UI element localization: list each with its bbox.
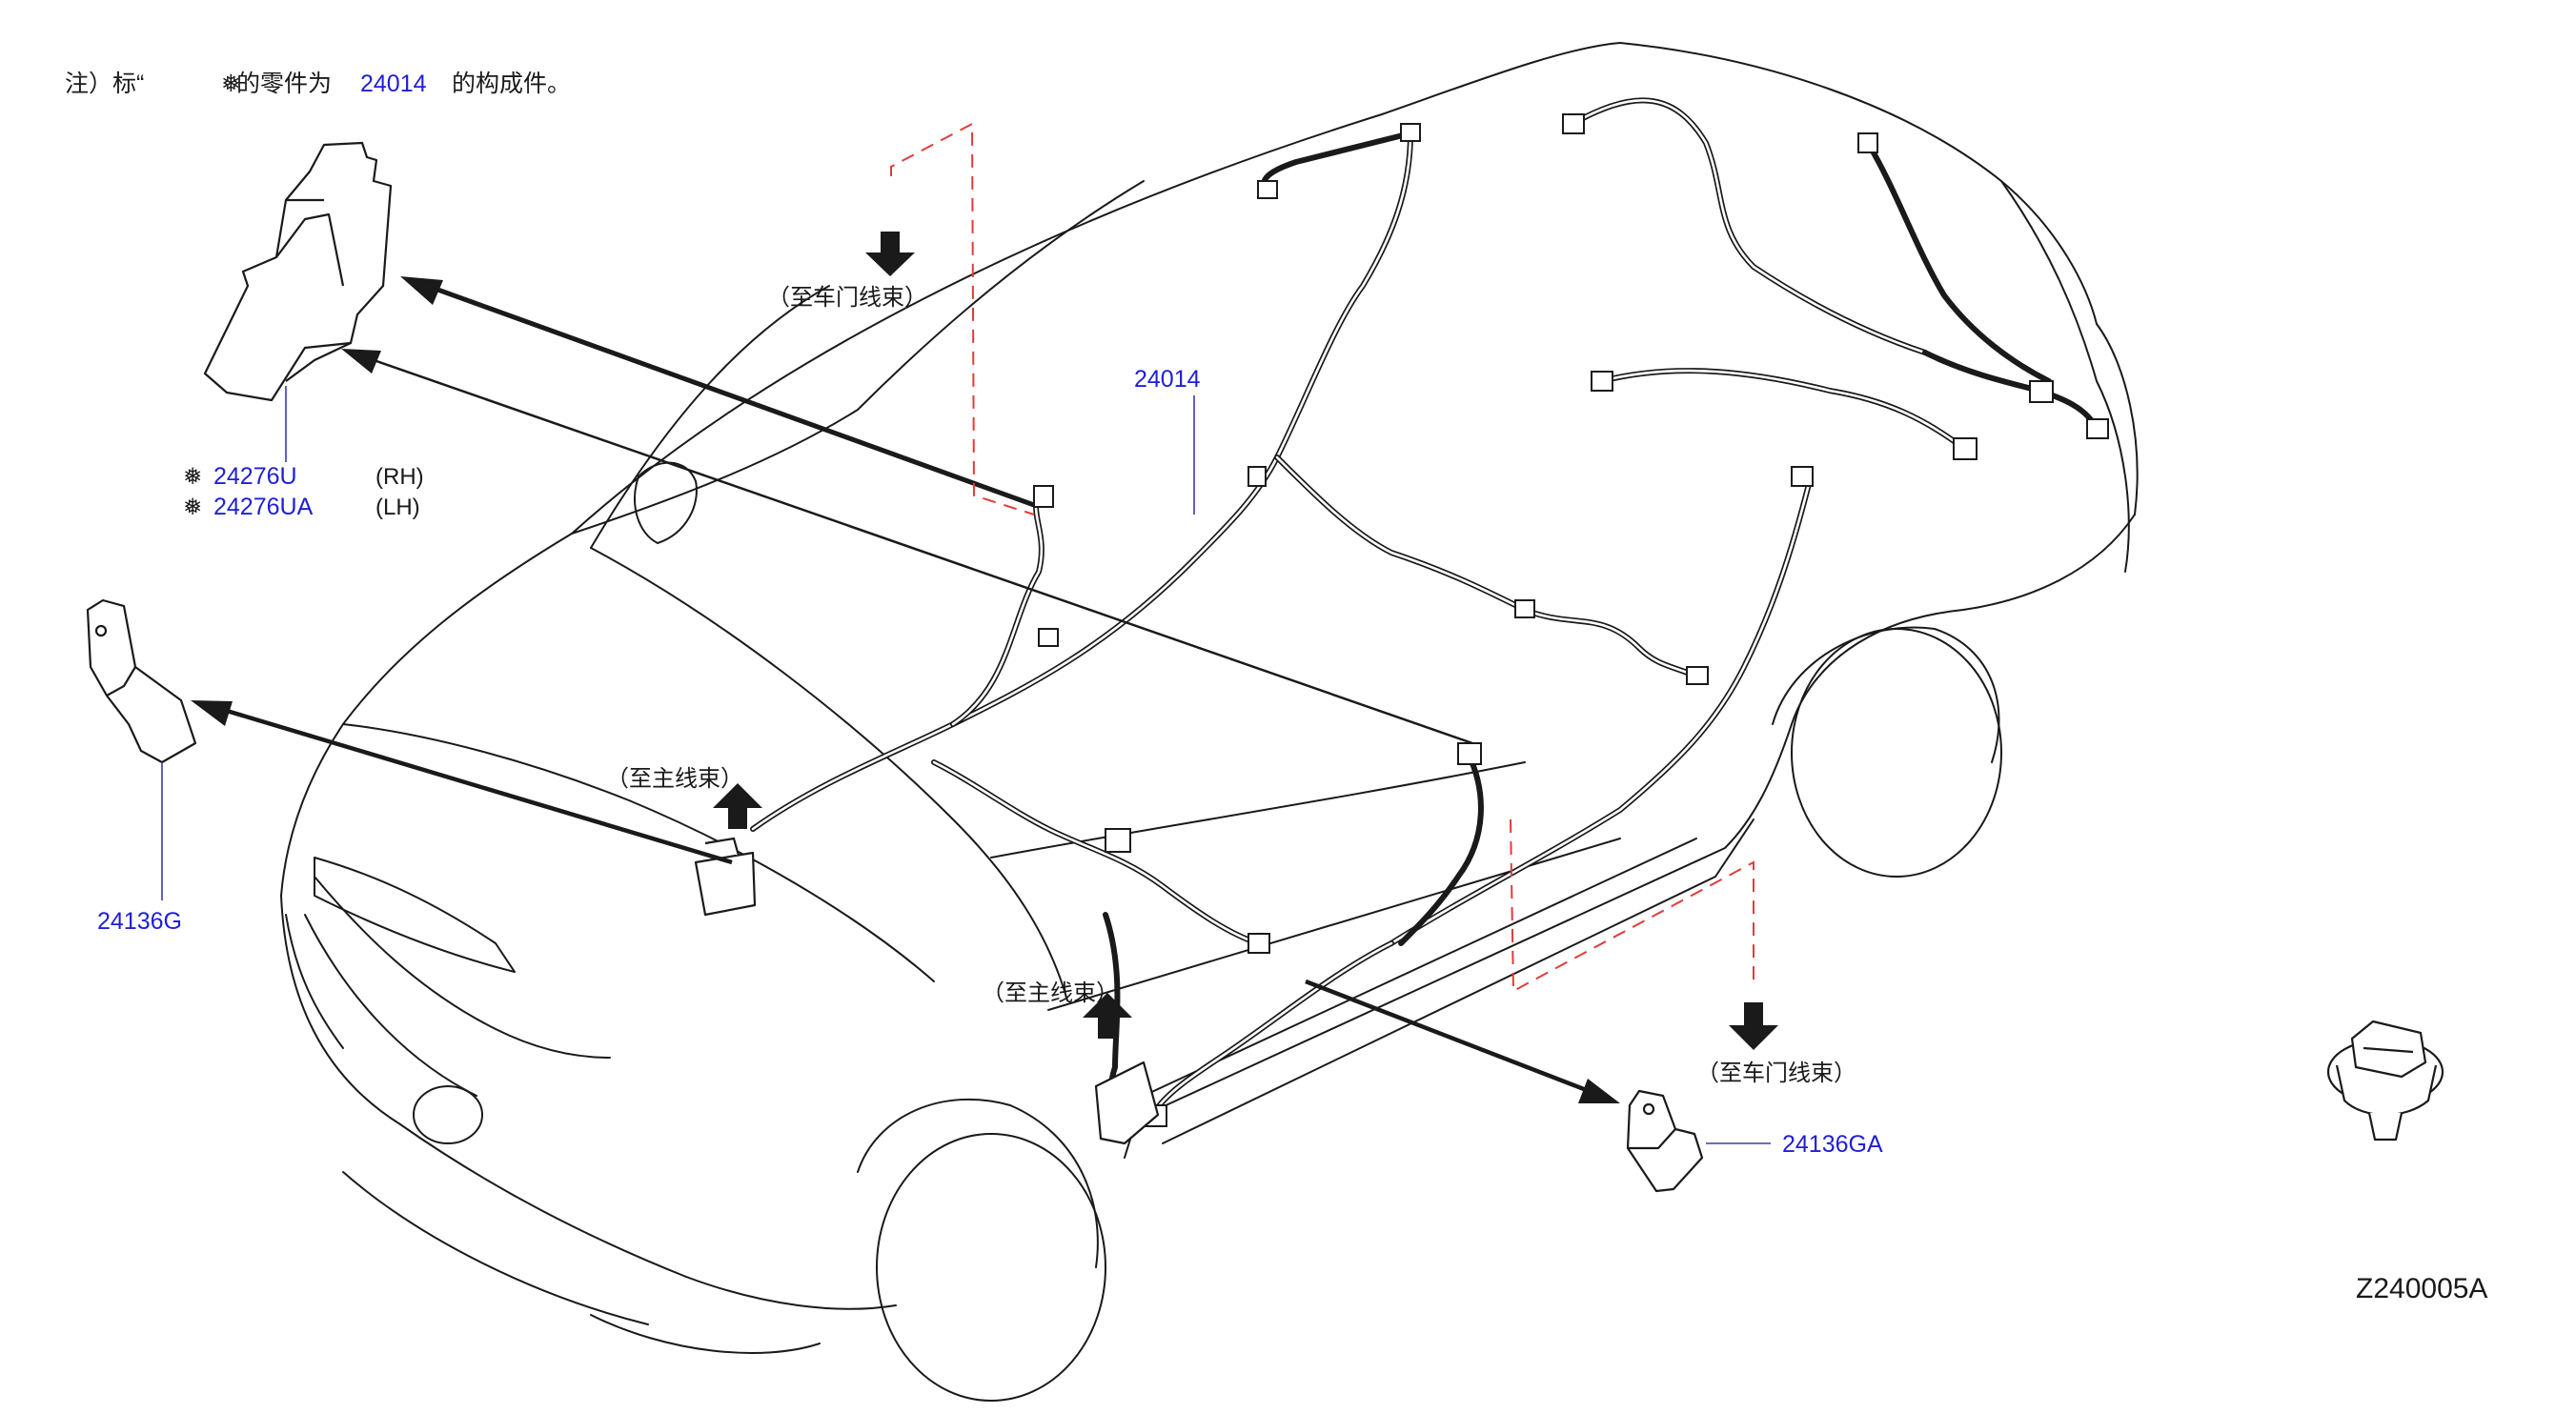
harness-clip-part[interactable] (2326, 1020, 2444, 1141)
callout-to-door-harness-bottom: （至车门线束） (1696, 1060, 1856, 1086)
block-arrow-icon (713, 232, 1778, 1050)
label-protector-rear[interactable]: 24136GA (1782, 1131, 1883, 1158)
explode-arrows (191, 276, 1620, 1103)
note-part-ref[interactable]: 24014 (360, 71, 427, 97)
protector-part-24136g[interactable] (86, 598, 197, 900)
connector (1033, 485, 1054, 508)
note-suffix: 的构成件。 (452, 71, 571, 97)
label-bracket-lh-side: (LH) (375, 495, 420, 520)
note-middle: 的零件为 (236, 71, 332, 97)
label-bracket-rh-side: (RH) (375, 464, 424, 490)
flower-marker-icon: ❅ (183, 495, 202, 520)
center-connector-box[interactable] (1094, 1060, 1160, 1145)
front-connector-box[interactable] (694, 837, 757, 917)
label-bracket-rh[interactable]: 24276U (213, 463, 297, 490)
flower-marker-icon: ❅ (221, 71, 241, 97)
callout-to-main-harness-left: （至主线束） (606, 766, 743, 792)
callout-to-main-harness-center: （至主线束） (982, 980, 1119, 1006)
door-harness-dashed-guides (890, 122, 1755, 993)
note-prefix: 注）标“ (65, 71, 144, 97)
diagram-id: Z240005A (2356, 1273, 2487, 1304)
main-wire-harness[interactable] (750, 97, 2109, 1127)
label-bracket-lh[interactable]: 24276UA (213, 494, 314, 520)
callout-to-door-harness-top: （至车门线束） (767, 285, 927, 311)
label-main-harness[interactable]: 24014 (1134, 366, 1201, 393)
arrowhead-icon (400, 276, 443, 305)
car-body-outline (280, 42, 2139, 1402)
flower-marker-icon: ❅ (183, 464, 202, 490)
bracket-part-24276[interactable] (203, 141, 393, 462)
protector-part-24136ga[interactable] (1626, 1089, 1771, 1193)
note-line: 注）标“ ❅ 的零件为 24014 的构成件。 (65, 71, 571, 97)
label-protector-front[interactable]: 24136G (97, 908, 182, 935)
